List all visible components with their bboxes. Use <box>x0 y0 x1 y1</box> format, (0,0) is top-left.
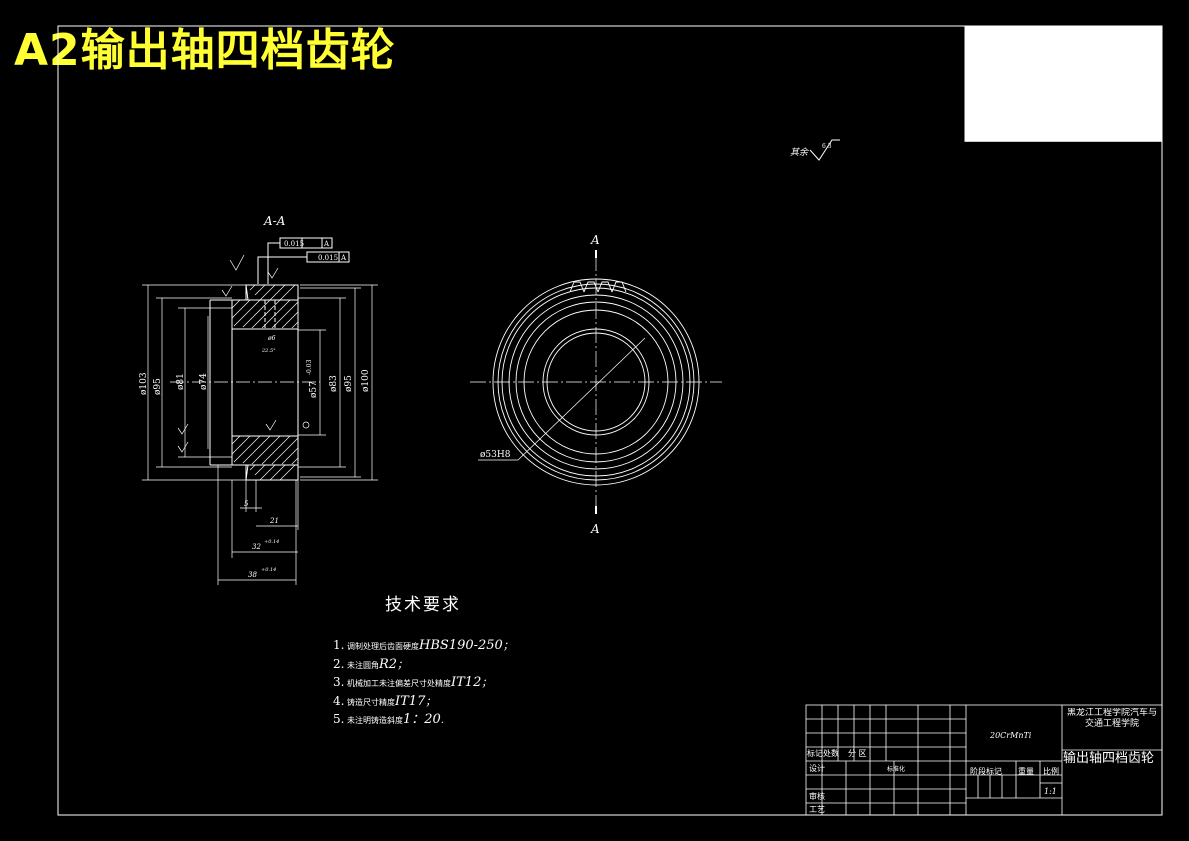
dim-d57: ø57 <box>309 381 319 398</box>
param-value: 22.67° <box>1111 118 1141 128</box>
dim-angle: 22.5° <box>261 348 276 354</box>
param-symbol: m <box>1072 30 1080 40</box>
dim-w32: 32 <box>252 543 261 551</box>
dim-d95-right: ø95 <box>344 375 354 392</box>
param-name: 齿顶 <box>1005 68 1023 78</box>
runout-frame-top: 0.015 A <box>267 237 333 284</box>
param-symbol: c* <box>1071 80 1081 90</box>
diameter-labels: ø103 ø95 ø81 ø74 ø57 -0.03 ø83 ø95 ø100 <box>139 359 371 398</box>
param-symbol: h <box>1073 106 1078 116</box>
gear-parameter-table: 法向模数 m 3.5 齿轮齿数 z 32 齿形角 α 20° 齿顶 ham* 1 顶系隙数 c* 0.25 变… <box>964 26 1163 142</box>
param-name: 全齿高 <box>1001 105 1027 116</box>
dim-w32-tol: +0.14 <box>264 539 279 545</box>
dim-hole: ø6 <box>267 335 276 342</box>
dim-w38: 38 <box>248 571 257 579</box>
param-symbol: α <box>1073 55 1079 65</box>
drawing-title: A2输出轴四档齿轮 <box>14 25 396 76</box>
end-view: A A ø53H8 <box>470 233 722 536</box>
tb-mark: 标记 <box>807 748 823 758</box>
gear-section-profile <box>170 284 320 481</box>
dim-d74: ø74 <box>199 373 209 390</box>
param-value: 0.25 <box>1117 80 1136 90</box>
drawing-border <box>57 25 1163 816</box>
svg-text:0.015: 0.015 <box>318 254 338 262</box>
dim-d83: ø83 <box>329 375 339 392</box>
param-name: 齿轮齿数 <box>996 41 1031 52</box>
tb-process: 工艺 <box>809 805 825 814</box>
param-symbol: z <box>1073 42 1079 52</box>
spline-teeth <box>569 281 627 293</box>
svg-text:A: A <box>323 240 330 248</box>
svg-text:A: A <box>340 254 347 262</box>
roughness-value: 6.3 <box>822 143 832 150</box>
param-name: 顶系隙数 <box>996 79 1031 90</box>
tb-scale-label: 比例 <box>1043 766 1059 776</box>
tech-requirements-list: 1. 调制处理后齿面硬度HBS190-250； 2. 未注圆角R2； 3. 机械加工… <box>333 637 513 730</box>
dim-w5: 5 <box>244 500 249 508</box>
tech-requirement-item: 3. 机械加工未注偏差尺寸处精度IT12； <box>333 675 492 690</box>
title-block <box>805 704 1163 816</box>
dim-d100: ø100 <box>361 369 371 392</box>
cut-label-top: A <box>590 233 600 247</box>
cut-label-bottom: A <box>590 522 600 536</box>
param-name: 螺旋角 <box>1001 117 1027 128</box>
tb-part-name: 输出轴四档齿轮 <box>1063 751 1155 766</box>
param-value: 32 <box>1121 42 1132 52</box>
dim-w21: 21 <box>269 517 279 525</box>
param-name: 变位系数 <box>996 92 1031 103</box>
dim-d103: ø103 <box>139 372 149 395</box>
width-labels: 5 21 32 +0.14 38 +0.14 ø6 22.5° <box>244 335 279 579</box>
tb-school: 黑龙江工程学院汽车与交通工程学院 <box>1066 708 1157 729</box>
tb-material: 20CrMnTi <box>989 731 1032 740</box>
param-value: 20° <box>1117 55 1133 65</box>
surface-roughness-note: 其余 6.3 <box>790 139 840 161</box>
tb-stage: 阶段标记 <box>970 766 1002 776</box>
section-view: A-A 0.015 A 0.015 A <box>139 214 378 585</box>
tb-std: 标准化 <box>887 765 905 773</box>
tb-check: 审核 <box>809 791 825 801</box>
param-name: 接合齿圈齿数 <box>988 130 1040 141</box>
tech-requirement-item: 4. 铸造尺寸精度IT17； <box>333 693 436 709</box>
tb-scale: 1:1 <box>1044 787 1057 796</box>
param-value: 3.5 <box>1119 30 1133 40</box>
roughness-label: 其余 <box>790 147 809 158</box>
tb-qty: 处数 <box>823 748 839 758</box>
param-symbol: ham* <box>1065 68 1089 78</box>
dim-d81: ø81 <box>176 373 186 390</box>
section-label: A-A <box>263 214 286 228</box>
dim-bore: ø53H8 <box>480 450 511 460</box>
param-name: 齿形角 <box>1001 54 1027 65</box>
dim-w38-tol: +0.14 <box>261 567 276 573</box>
param-symbol: β <box>1073 118 1079 128</box>
diameter-dimensions <box>142 284 378 481</box>
param-symbol: X <box>1072 93 1080 103</box>
runout-frame-mid: 0.015 A <box>257 251 350 284</box>
tech-requirement-item: 1. 调制处理后齿面硬度HBS190-250； <box>333 638 513 653</box>
svg-text:0.015: 0.015 <box>284 240 304 248</box>
param-name: 法向模数 <box>996 29 1031 40</box>
param-symbol: z <box>1073 131 1079 141</box>
title-block-text: 20CrMnTi 标记 处数 分 区 设计 标准化 审核 工艺 阶段标记 重量 … <box>807 731 1059 814</box>
roughness-marks <box>177 254 310 453</box>
param-value: 36 <box>1121 131 1132 141</box>
tb-design: 设计 <box>809 763 825 773</box>
tb-zone: 分 区 <box>848 749 867 758</box>
dim-d57-tol: -0.03 <box>306 359 313 375</box>
param-value: 1 <box>1123 68 1128 78</box>
param-value: -0.1 <box>1118 93 1134 103</box>
tech-requirements-title: 技术要求 <box>385 595 461 615</box>
tech-requirement-item: 5. 未注明铸造斜度1：20. <box>333 712 445 727</box>
section-hatching <box>231 284 299 481</box>
tech-requirement-item: 2. 未注圆角R2； <box>333 656 408 672</box>
param-value: 6.72 <box>1117 106 1136 116</box>
width-dimensions <box>217 465 299 585</box>
tb-weight: 重量 <box>1018 766 1034 776</box>
dim-d95-left: ø95 <box>153 378 163 395</box>
